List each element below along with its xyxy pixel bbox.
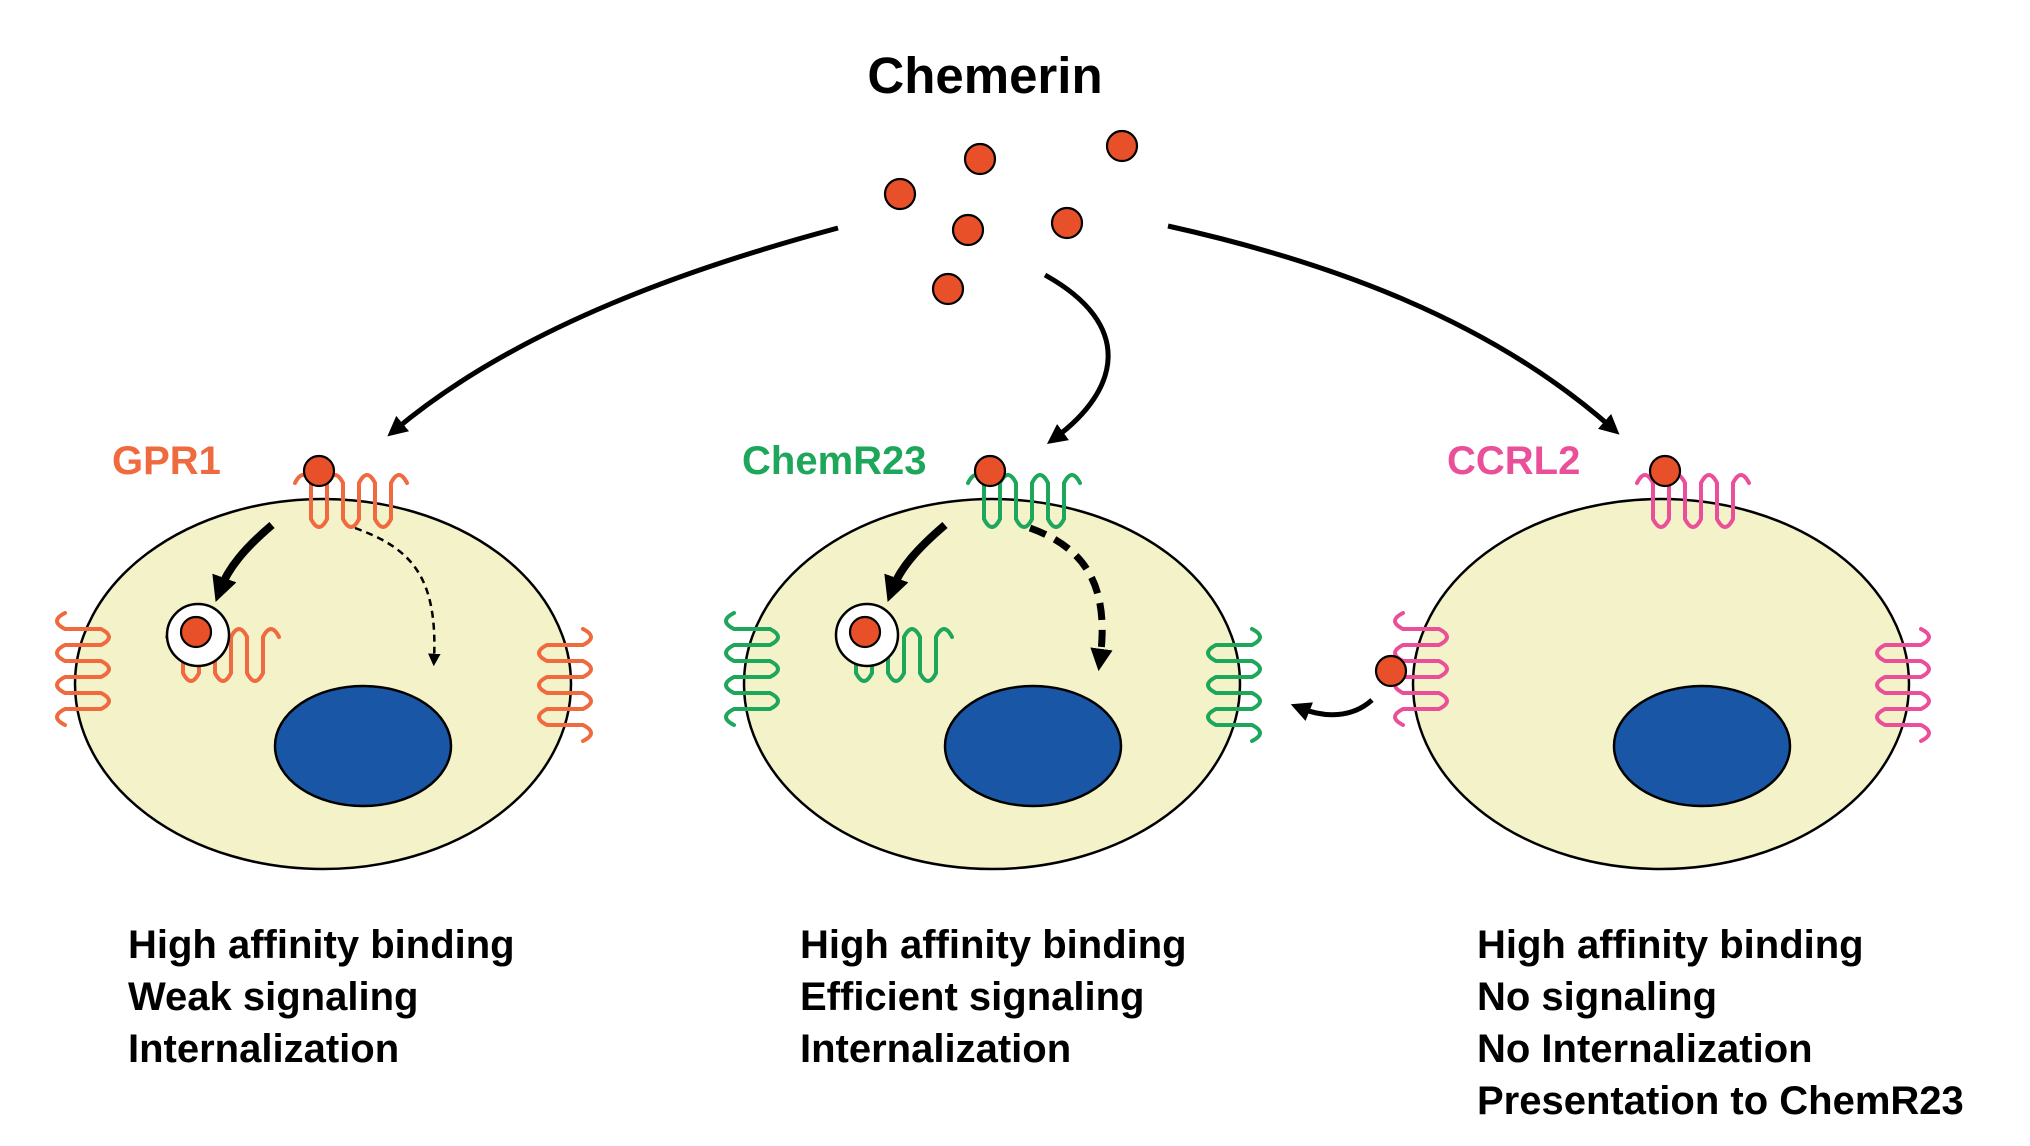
receptor-label-gpr1: GPR1 [112,439,221,483]
cells [75,499,1909,869]
chemerin-dot [1052,208,1082,238]
chemerin-dot [975,456,1005,486]
nucleus-gpr1 [275,686,451,806]
arrow-to-gpr1 [395,228,838,430]
chemerin-dot [965,144,995,174]
cell-body-chemr23 [744,499,1240,869]
arrow-to-chemr23 [1045,275,1108,438]
free-chemerin-ligands [885,131,1137,304]
chemerin-dot [885,179,915,209]
chemerin-dot [1650,456,1680,486]
property-text: Weak signaling [128,975,418,1019]
chemerin-dot [953,215,983,245]
chemerin-dot [933,274,963,304]
cell-body-gpr1 [75,499,571,869]
chemerin-dot [181,617,211,647]
property-text: High affinity binding [800,923,1187,967]
properties-gpr1: High affinity binding Weak signaling Int… [128,923,515,1071]
cell-body-ccrl2 [1413,499,1909,869]
property-text: High affinity binding [128,923,515,967]
property-text: Presentation to ChemR23 [1477,1079,1964,1123]
property-text: Internalization [128,1027,399,1071]
property-text: Internalization [800,1027,1071,1071]
chemerin-dot [304,456,334,486]
property-text: Efficient signaling [800,975,1144,1019]
properties-chemr23: High affinity binding Efficient signalin… [800,923,1187,1071]
receptor-label-chemr23: ChemR23 [742,439,927,483]
chemerin-dot [850,617,880,647]
diagram-title: Chemerin [867,47,1102,104]
chemerin-dot [1376,656,1406,686]
receptor-label-ccrl2: CCRL2 [1447,439,1580,483]
arrow-to-ccrl2 [1168,226,1612,428]
property-text: No Internalization [1477,1027,1813,1071]
property-text: High affinity binding [1477,923,1864,967]
property-text: No signaling [1477,975,1717,1019]
nucleus-ccrl2 [1614,686,1790,806]
chemerin-dot [1107,131,1137,161]
nucleus-chemr23 [945,686,1121,806]
presentation-arrow [1300,700,1372,715]
properties-ccrl2: High affinity binding No signaling No In… [1477,923,1964,1123]
